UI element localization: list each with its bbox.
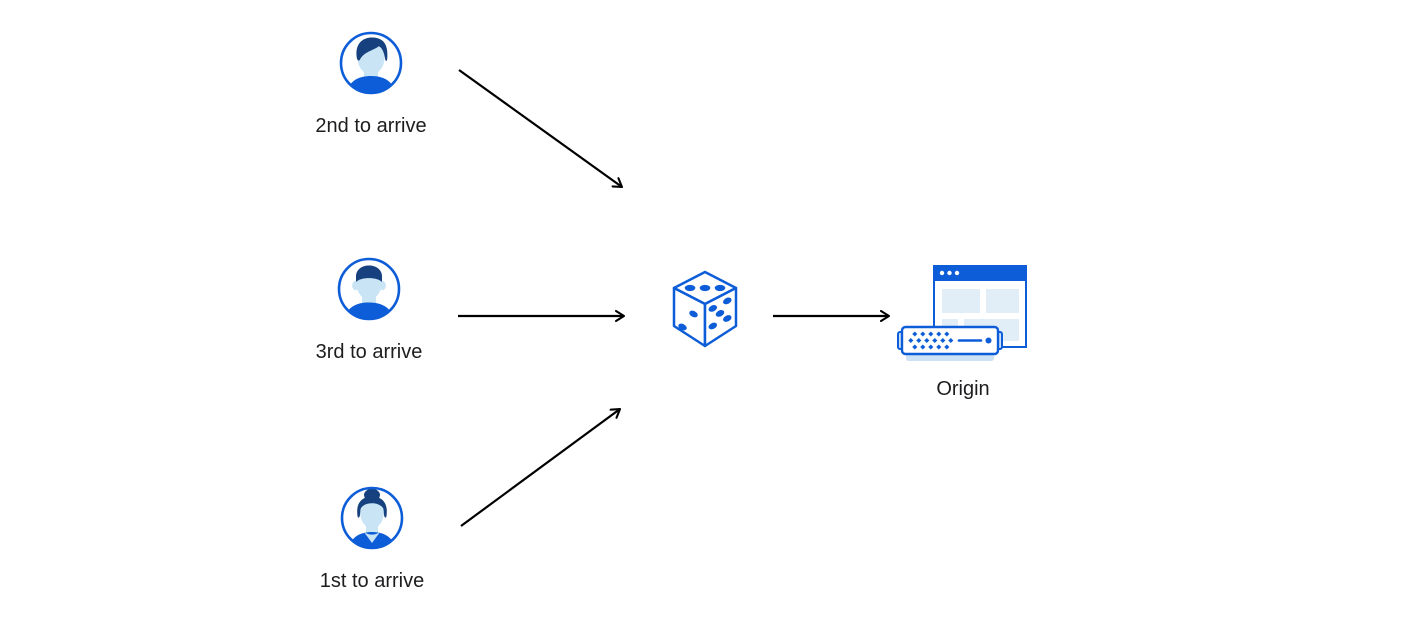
origin-node: Origin: [897, 262, 1029, 401]
client-label: 1st to arrive: [319, 570, 425, 592]
client-label: 2nd to arrive: [315, 115, 427, 137]
dice-icon: [672, 270, 738, 348]
client-label: 3rd to arrive: [315, 341, 423, 363]
server-icon: [897, 325, 1003, 361]
arrow-client1-to-dice: [460, 407, 622, 527]
random-steering-node: [671, 269, 739, 349]
avatar-man-short-hair-icon: [337, 257, 401, 321]
browser-server-icon: [897, 265, 1027, 361]
client-node-first: 1st to arrive: [307, 486, 437, 593]
arrow-client2-to-dice: [458, 69, 624, 189]
avatar-woman-bun-icon: [340, 486, 404, 550]
client-node-second: 2nd to arrive: [306, 31, 436, 138]
origin-label: Origin: [936, 378, 990, 400]
client-node-third: 3rd to arrive: [304, 257, 434, 364]
avatar-man-swept-hair-icon: [339, 31, 403, 95]
